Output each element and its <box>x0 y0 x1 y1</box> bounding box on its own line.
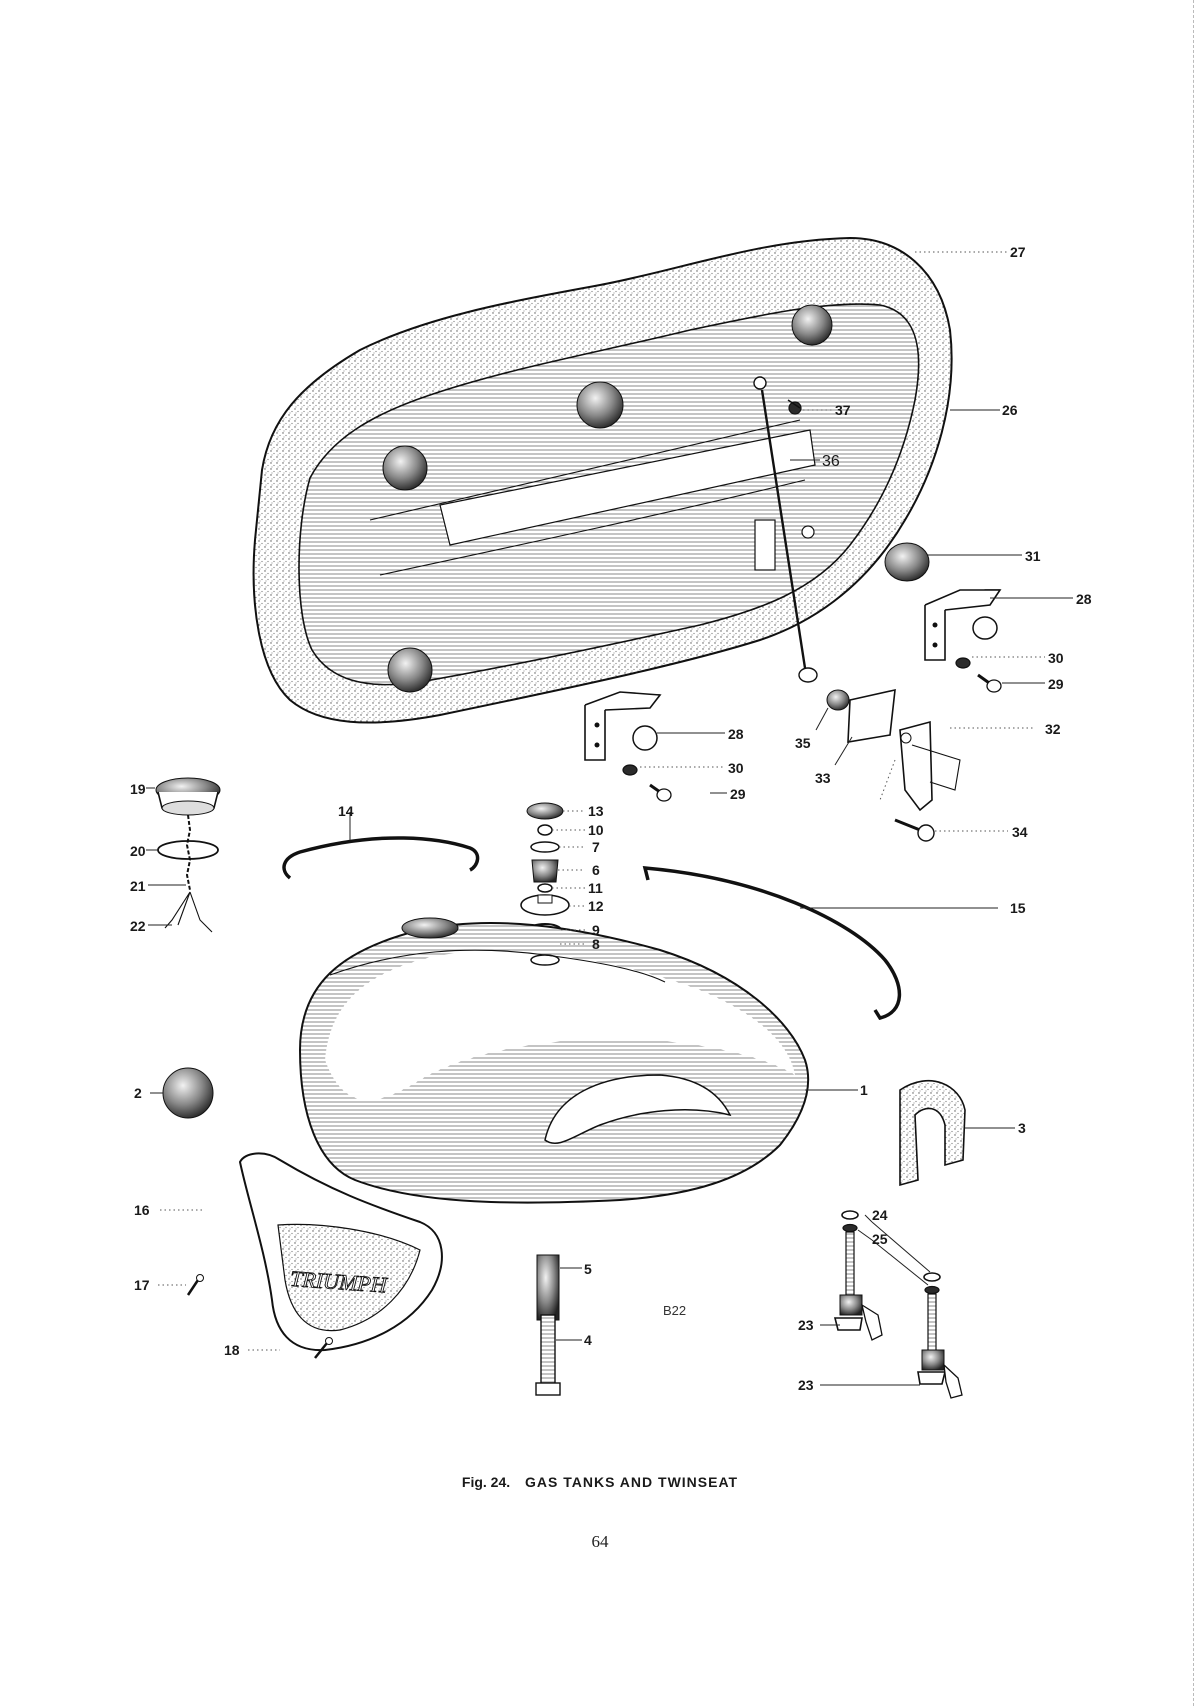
figure-title: GAS TANKS AND TWINSEAT <box>525 1474 739 1490</box>
callout-1: 1 <box>860 1082 868 1098</box>
figure-number: Fig. 24. <box>461 1474 511 1490</box>
hinge-bracket-28-right <box>924 589 1002 661</box>
callout-28-left: 28 <box>728 726 744 742</box>
callout-25: 25 <box>872 1231 888 1247</box>
callout-labels: 27 26 37 36 31 28 30 29 32 35 33 34 28 3… <box>130 244 1092 1393</box>
callout-30-right: 30 <box>1048 650 1064 666</box>
callout-20: 20 <box>130 843 146 859</box>
screw-18 <box>314 1337 333 1359</box>
callout-15: 15 <box>1010 900 1026 916</box>
figure-code: B22 <box>663 1303 686 1318</box>
twinseat <box>252 236 953 724</box>
bolt-4 <box>535 1314 561 1396</box>
callout-37: 37 <box>835 402 851 418</box>
callout-36: 36 <box>822 453 840 470</box>
screw-17 <box>186 1274 204 1296</box>
washer-10 <box>537 824 553 836</box>
seat-check-hole <box>801 525 815 539</box>
callout-5: 5 <box>584 1261 592 1277</box>
bolt-29-left <box>649 783 672 802</box>
seal-ring-20 <box>157 840 219 860</box>
figure-caption: Fig. 24. GAS TANKS AND TWINSEAT <box>0 1474 1200 1490</box>
page-edge-trim <box>1192 0 1194 1706</box>
callout-8: 8 <box>592 936 600 952</box>
callout-12: 12 <box>588 898 604 914</box>
rubber-cap-13 <box>526 802 564 820</box>
fuel-tank-knee-recess <box>544 1074 732 1145</box>
callout-3: 3 <box>1018 1120 1026 1136</box>
filler-cap-19 <box>155 777 221 816</box>
seat-latch-32 <box>879 720 961 812</box>
check-strap <box>753 376 818 683</box>
seat-buffer-bottom-left <box>387 647 433 693</box>
callout-29-left: 29 <box>730 786 746 802</box>
fuel-tap-upper <box>833 1210 883 1341</box>
rubber-sleeve-5 <box>536 1254 560 1321</box>
seat-buffer-top-middle <box>576 381 624 429</box>
callout-31: 31 <box>1025 548 1041 564</box>
callout-2: 2 <box>134 1085 142 1101</box>
tank-badge-panel-16: TRIUMPH <box>238 1152 443 1352</box>
callout-32: 32 <box>1045 721 1061 737</box>
callout-27: 27 <box>1010 244 1026 260</box>
callout-30-left: 30 <box>728 760 744 776</box>
fuel-tank-highlight <box>325 951 795 1101</box>
callout-33: 33 <box>815 770 831 786</box>
fuel-tank <box>298 917 810 1204</box>
tank-seam <box>329 949 666 983</box>
fuel-tap-lower <box>917 1272 963 1399</box>
rear-strap-3 <box>899 1079 966 1187</box>
screw-37 <box>787 399 802 415</box>
callout-35: 35 <box>795 735 811 751</box>
seat-buffer-top-right <box>791 304 833 346</box>
callout-11: 11 <box>588 880 603 896</box>
twinseat-pan-rib <box>369 419 806 576</box>
tank-strap-15 <box>642 866 902 1020</box>
nut-30-left <box>622 764 638 776</box>
callout-17: 17 <box>134 1277 150 1293</box>
bolt-29-right <box>977 673 1002 693</box>
knee-grip-2 <box>162 1067 214 1119</box>
callout-24: 24 <box>872 1207 888 1223</box>
callout-13: 13 <box>588 803 604 819</box>
spring-clip-22 <box>164 891 213 933</box>
nut-35 <box>826 689 850 711</box>
seat-buffer-31 <box>884 542 930 582</box>
callout-18: 18 <box>224 1342 240 1358</box>
washer-7 <box>530 841 560 853</box>
hinge-bracket-28-left <box>584 691 662 761</box>
callout-28-right: 28 <box>1076 591 1092 607</box>
callout-29-right: 29 <box>1048 676 1064 692</box>
callout-34: 34 <box>1012 824 1028 840</box>
callout-26: 26 <box>1002 402 1018 418</box>
leader-lines <box>146 251 1073 1386</box>
callout-4: 4 <box>584 1332 592 1348</box>
badge-logo-text: TRIUMPH <box>289 1266 388 1298</box>
callout-21: 21 <box>130 878 146 894</box>
callout-23-upper: 23 <box>798 1317 814 1333</box>
callout-22: 22 <box>130 918 146 934</box>
callout-10: 10 <box>588 822 604 838</box>
nut-30-right <box>955 657 971 669</box>
twinseat-pan-channel <box>439 429 816 546</box>
tank-strap-14 <box>282 836 480 880</box>
rubber-6 <box>531 859 559 883</box>
washer-11 <box>537 883 553 893</box>
page-number: 64 <box>591 1532 609 1551</box>
screw-34 <box>894 818 935 842</box>
catch-plate-33 <box>847 688 896 743</box>
callout-23-lower: 23 <box>798 1377 814 1393</box>
chain-21 <box>185 814 192 891</box>
callout-19: 19 <box>130 781 146 797</box>
callout-6: 6 <box>592 862 600 878</box>
callout-7: 7 <box>592 839 600 855</box>
seat-buffer-top-left <box>382 445 428 491</box>
seat-hinge-plate <box>754 519 776 571</box>
callout-9: 9 <box>592 922 600 938</box>
filler-neck <box>401 917 459 939</box>
callout-14: 14 <box>338 803 354 819</box>
callout-16: 16 <box>134 1202 150 1218</box>
